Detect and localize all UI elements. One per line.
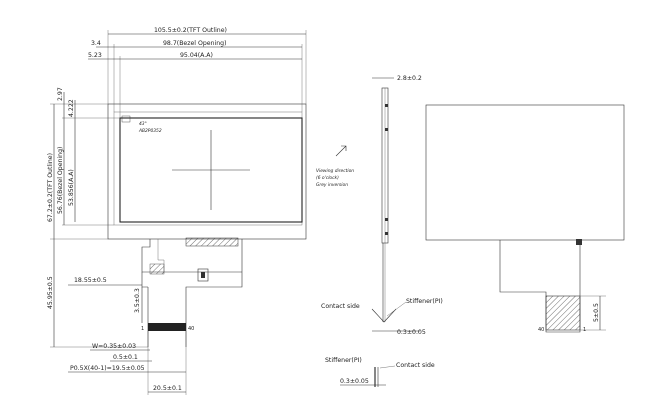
contact-side-label-2: Contact side — [396, 362, 435, 369]
stiffener-label-1: Stiffener(PI) — [406, 298, 443, 305]
fpc-tail-step — [141, 272, 148, 288]
side-mark-2 — [385, 128, 388, 131]
dim-fpc-length: 45.95±0.5 — [47, 276, 54, 309]
viewing-arrow — [335, 145, 347, 157]
dim-top-gap: 2.97 — [57, 87, 64, 101]
dim-fpc-offset: 18.55±0.5 — [74, 277, 107, 284]
front-view: 43° AB2P0352 1 40 105.5±0.2(TFT Outline)… — [47, 27, 307, 395]
tft-outline — [107, 103, 307, 240]
stiffener-label-2: Stiffener(PI) — [325, 357, 362, 364]
side-view: 2.8±0.2 Contact side Stiffener(PI) 0.3±0… — [321, 75, 443, 387]
pin-forty-label: 40 — [188, 326, 194, 332]
back-pin-forty: 40 — [538, 327, 544, 333]
dim-pitch-total: P0.5X(40-1)=19.5±0.05 — [70, 365, 145, 372]
fpc-tail — [141, 239, 243, 347]
marking-box — [121, 115, 131, 123]
fpc-component-1 — [149, 263, 165, 275]
dim-pitch-w: W=0.35±0.03 — [92, 343, 136, 350]
marking-line-1: 43° — [139, 121, 147, 127]
dim-tft-height: 67.2±0.2(TFT Outline) — [47, 153, 54, 222]
detail-leader-right — [379, 365, 396, 369]
dim-fpc-side: 3.5±0.3 — [134, 288, 141, 313]
dim-fpc-width: 20.5±0.1 — [153, 385, 182, 392]
pin-one-label: 1 — [141, 326, 144, 332]
fpc-hatch — [185, 237, 239, 247]
marking-line-2: AB2P0352 — [138, 128, 162, 134]
viewing-line-3: Grey inversion — [316, 182, 348, 188]
contact-arrow — [371, 308, 397, 323]
viewing-direction-note: Viewing direction (6 o'clock) Grey inver… — [316, 145, 354, 188]
dim-tft-width: 105.5±0.2(TFT Outline) — [154, 27, 227, 34]
active-area — [119, 117, 303, 223]
side-mark-3 — [385, 218, 388, 221]
stiffener-leader-1 — [386, 301, 407, 317]
side-mark-4 — [385, 232, 388, 235]
viewing-line-1: Viewing direction — [316, 168, 354, 174]
dim-stiffener-t2: 0.3±0.05 — [340, 378, 369, 385]
dim-top-aa-offset: 4.222 — [68, 99, 75, 117]
fpc-component-2-core — [201, 272, 205, 278]
dim-bezel-opening-w: 98.7(Bezel Opening) — [163, 40, 227, 47]
back-panel — [425, 104, 625, 241]
back-connector — [576, 239, 582, 245]
back-stiffener — [545, 295, 581, 331]
dim-stiffener-t1: 0.3±0.05 — [397, 329, 426, 336]
dim-left-gap: 3.4 — [91, 40, 101, 47]
dim-left-aa-offset: 5.23 — [88, 52, 102, 59]
dim-aa-width: 95.04(A.A) — [180, 52, 213, 59]
dim-aa-height: 53.856(A.A) — [68, 169, 75, 206]
contact-side-label-1: Contact side — [321, 303, 360, 310]
dim-stiffener-len: 5±0.5 — [593, 303, 600, 322]
contact-pads — [148, 323, 186, 331]
dim-bezel-opening-h: 56.76(Bezel Opening) — [57, 147, 64, 214]
dim-pitch-p: 0.5±0.1 — [113, 354, 138, 361]
viewing-line-2: (6 o'clock) — [316, 175, 339, 181]
fpc-component-2 — [197, 268, 209, 282]
dim-thickness-top: 2.8±0.2 — [397, 75, 422, 82]
side-mark-1 — [385, 104, 388, 107]
back-view: 40 1 5±0.5 — [425, 104, 625, 333]
